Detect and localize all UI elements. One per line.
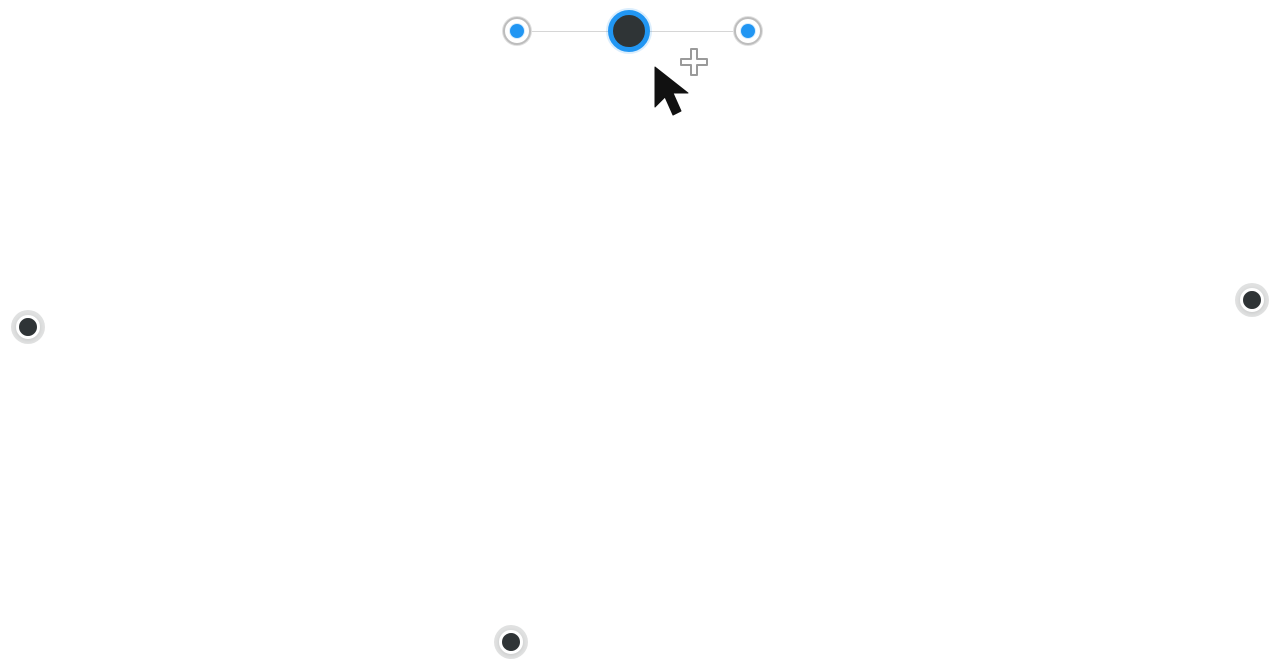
plus-icon: [680, 48, 708, 76]
right-control-handle-icon[interactable]: [734, 17, 762, 45]
selected-anchor-point-icon[interactable]: [608, 10, 650, 52]
left-anchor-point-icon[interactable]: [16, 315, 40, 339]
bottom-anchor-point-icon[interactable]: [499, 630, 523, 654]
right-anchor-point-icon[interactable]: [1240, 288, 1264, 312]
pointer-cursor-icon: [652, 64, 691, 118]
left-control-handle-icon[interactable]: [503, 17, 531, 45]
